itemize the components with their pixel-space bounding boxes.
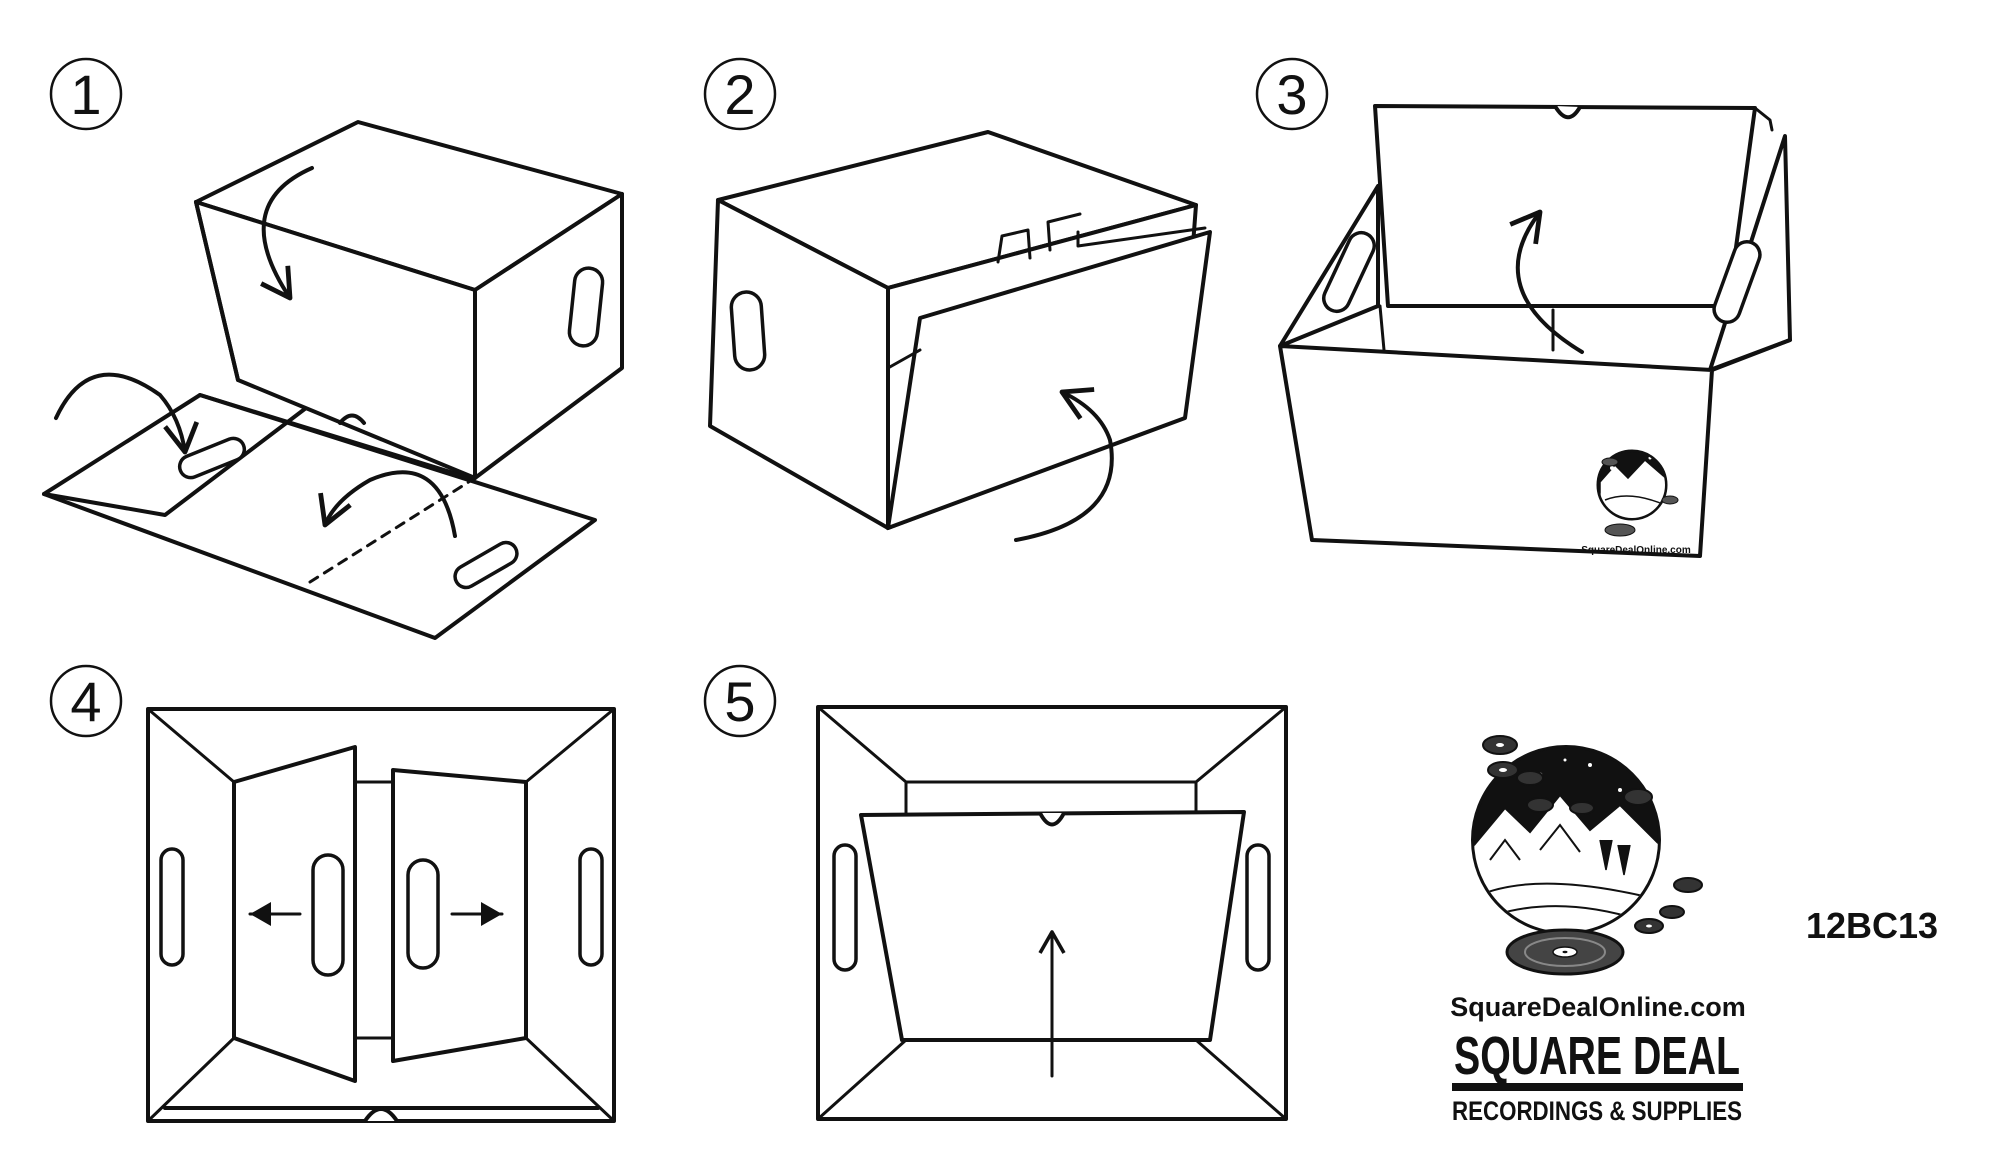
brand-divider	[1452, 1083, 1743, 1091]
mini-brand-logo-url: SquareDealOnline.com	[1581, 545, 1691, 556]
step-1-number: 1	[70, 63, 101, 126]
brand-tagline: RECORDINGS & SUPPLIES	[1452, 1096, 1742, 1126]
vinyl-record-icon	[1482, 735, 1703, 976]
step-4-box-top-view	[146, 707, 616, 1123]
product-code: 12BC13	[1806, 905, 1938, 946]
mini-brand-logo: SquareDealOnline.com	[1581, 449, 1691, 556]
step-4-number: 4	[70, 670, 101, 733]
step-5-number-badge: 5	[703, 664, 777, 738]
step-3: 3	[1255, 57, 1792, 558]
step-5: 5	[703, 664, 1288, 1121]
step-3-box-illustration: SquareDealOnline.com	[1278, 104, 1792, 558]
step-1-box-illustration	[42, 120, 624, 640]
step-1: 1	[42, 57, 624, 640]
brand-logo	[1471, 735, 1703, 976]
step-3-number-badge: 3	[1255, 57, 1329, 131]
brand-website: SquareDealOnline.com	[1450, 992, 1746, 1022]
step-2-box-illustration	[708, 130, 1212, 542]
step-3-number: 3	[1276, 63, 1307, 126]
step-5-number: 5	[724, 670, 755, 733]
step-2-number: 2	[724, 63, 755, 126]
step-4: 4	[49, 664, 616, 1123]
brand-wordmark: SquareDealOnline.com SQUARE DEAL RECORDI…	[1450, 992, 1746, 1126]
step-4-number-badge: 4	[49, 664, 123, 738]
step-2-number-badge: 2	[703, 57, 777, 131]
step-1-number-badge: 1	[49, 57, 123, 131]
brand-name: SQUARE DEAL	[1454, 1026, 1740, 1086]
step-2: 2	[703, 57, 1212, 542]
step-5-box-top-view	[816, 705, 1288, 1121]
